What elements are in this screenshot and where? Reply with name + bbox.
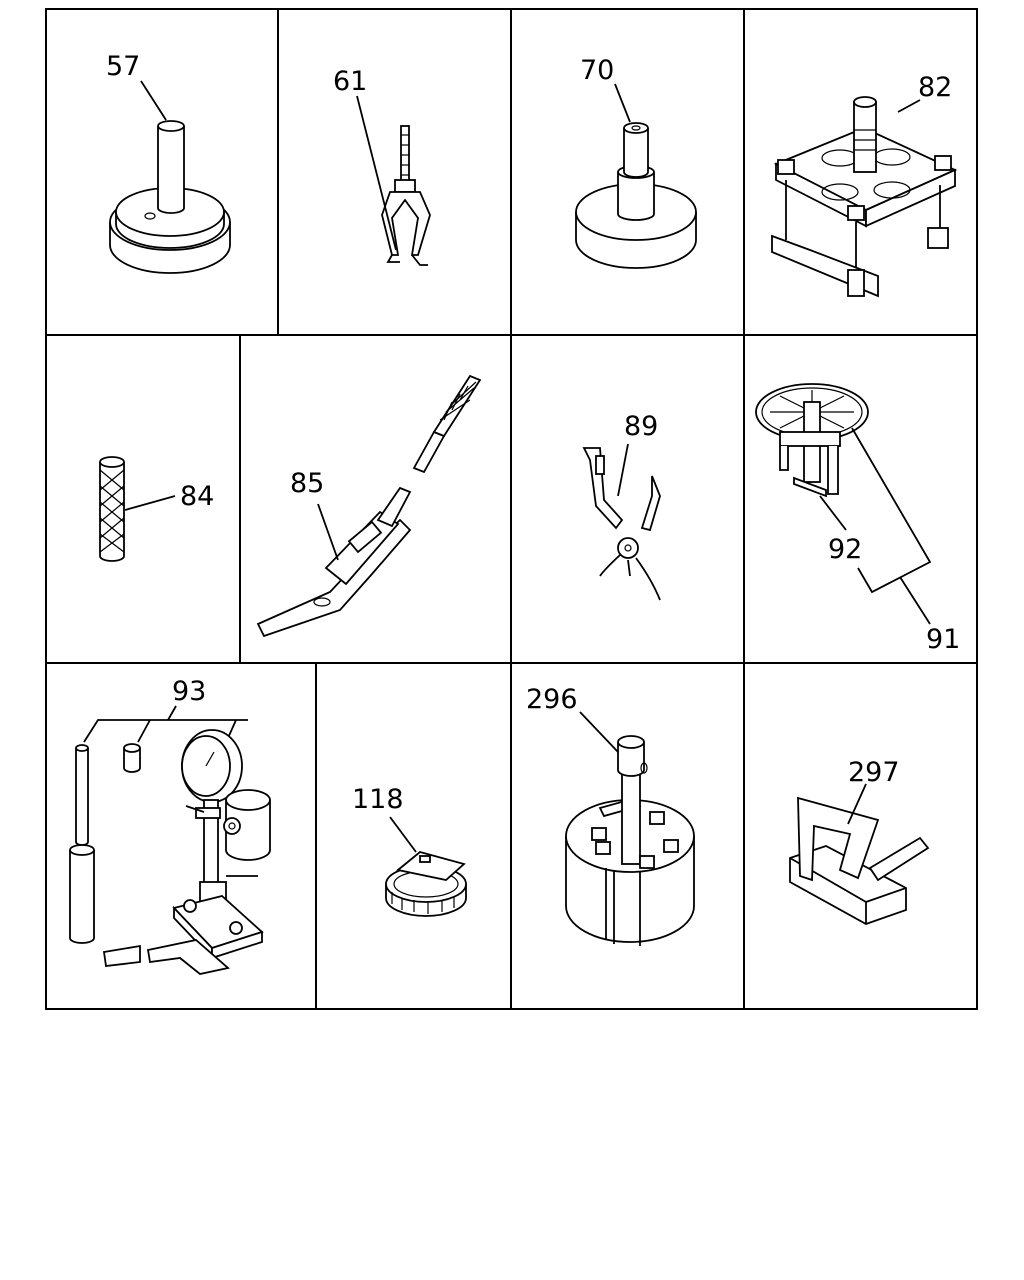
callout-93: 93	[172, 676, 206, 707]
ring-pliers-icon	[582, 443, 661, 601]
callout-70: 70	[580, 55, 614, 86]
press-plate-icon	[771, 96, 958, 298]
filter-wrench-icon	[385, 816, 467, 917]
callout-297: 297	[848, 757, 900, 788]
nozzle-tester-icon	[69, 705, 271, 975]
wedge-block-icon	[789, 783, 930, 925]
callout-61: 61	[333, 66, 367, 97]
stepped-driver-icon	[575, 83, 697, 269]
callout-85: 85	[290, 468, 324, 499]
grid-frame	[45, 8, 978, 1010]
two-jaw-puller-icon	[356, 95, 431, 266]
callout-89: 89	[624, 411, 658, 442]
callout-296: 296	[526, 684, 578, 715]
lever-tool-icon	[256, 374, 482, 638]
callout-82: 82	[918, 72, 952, 103]
callout-92: 92	[828, 534, 862, 565]
callout-118: 118	[352, 784, 404, 815]
split-collar-puller-icon	[565, 711, 695, 946]
pin-driver-icon	[109, 80, 231, 274]
callout-84: 84	[180, 481, 214, 512]
callout-57: 57	[106, 51, 140, 82]
puller-attachment-icon	[819, 495, 847, 531]
wheel-puller-icon	[755, 383, 932, 625]
callout-91: 91	[926, 624, 960, 655]
knurled-sleeve-icon	[99, 456, 176, 562]
